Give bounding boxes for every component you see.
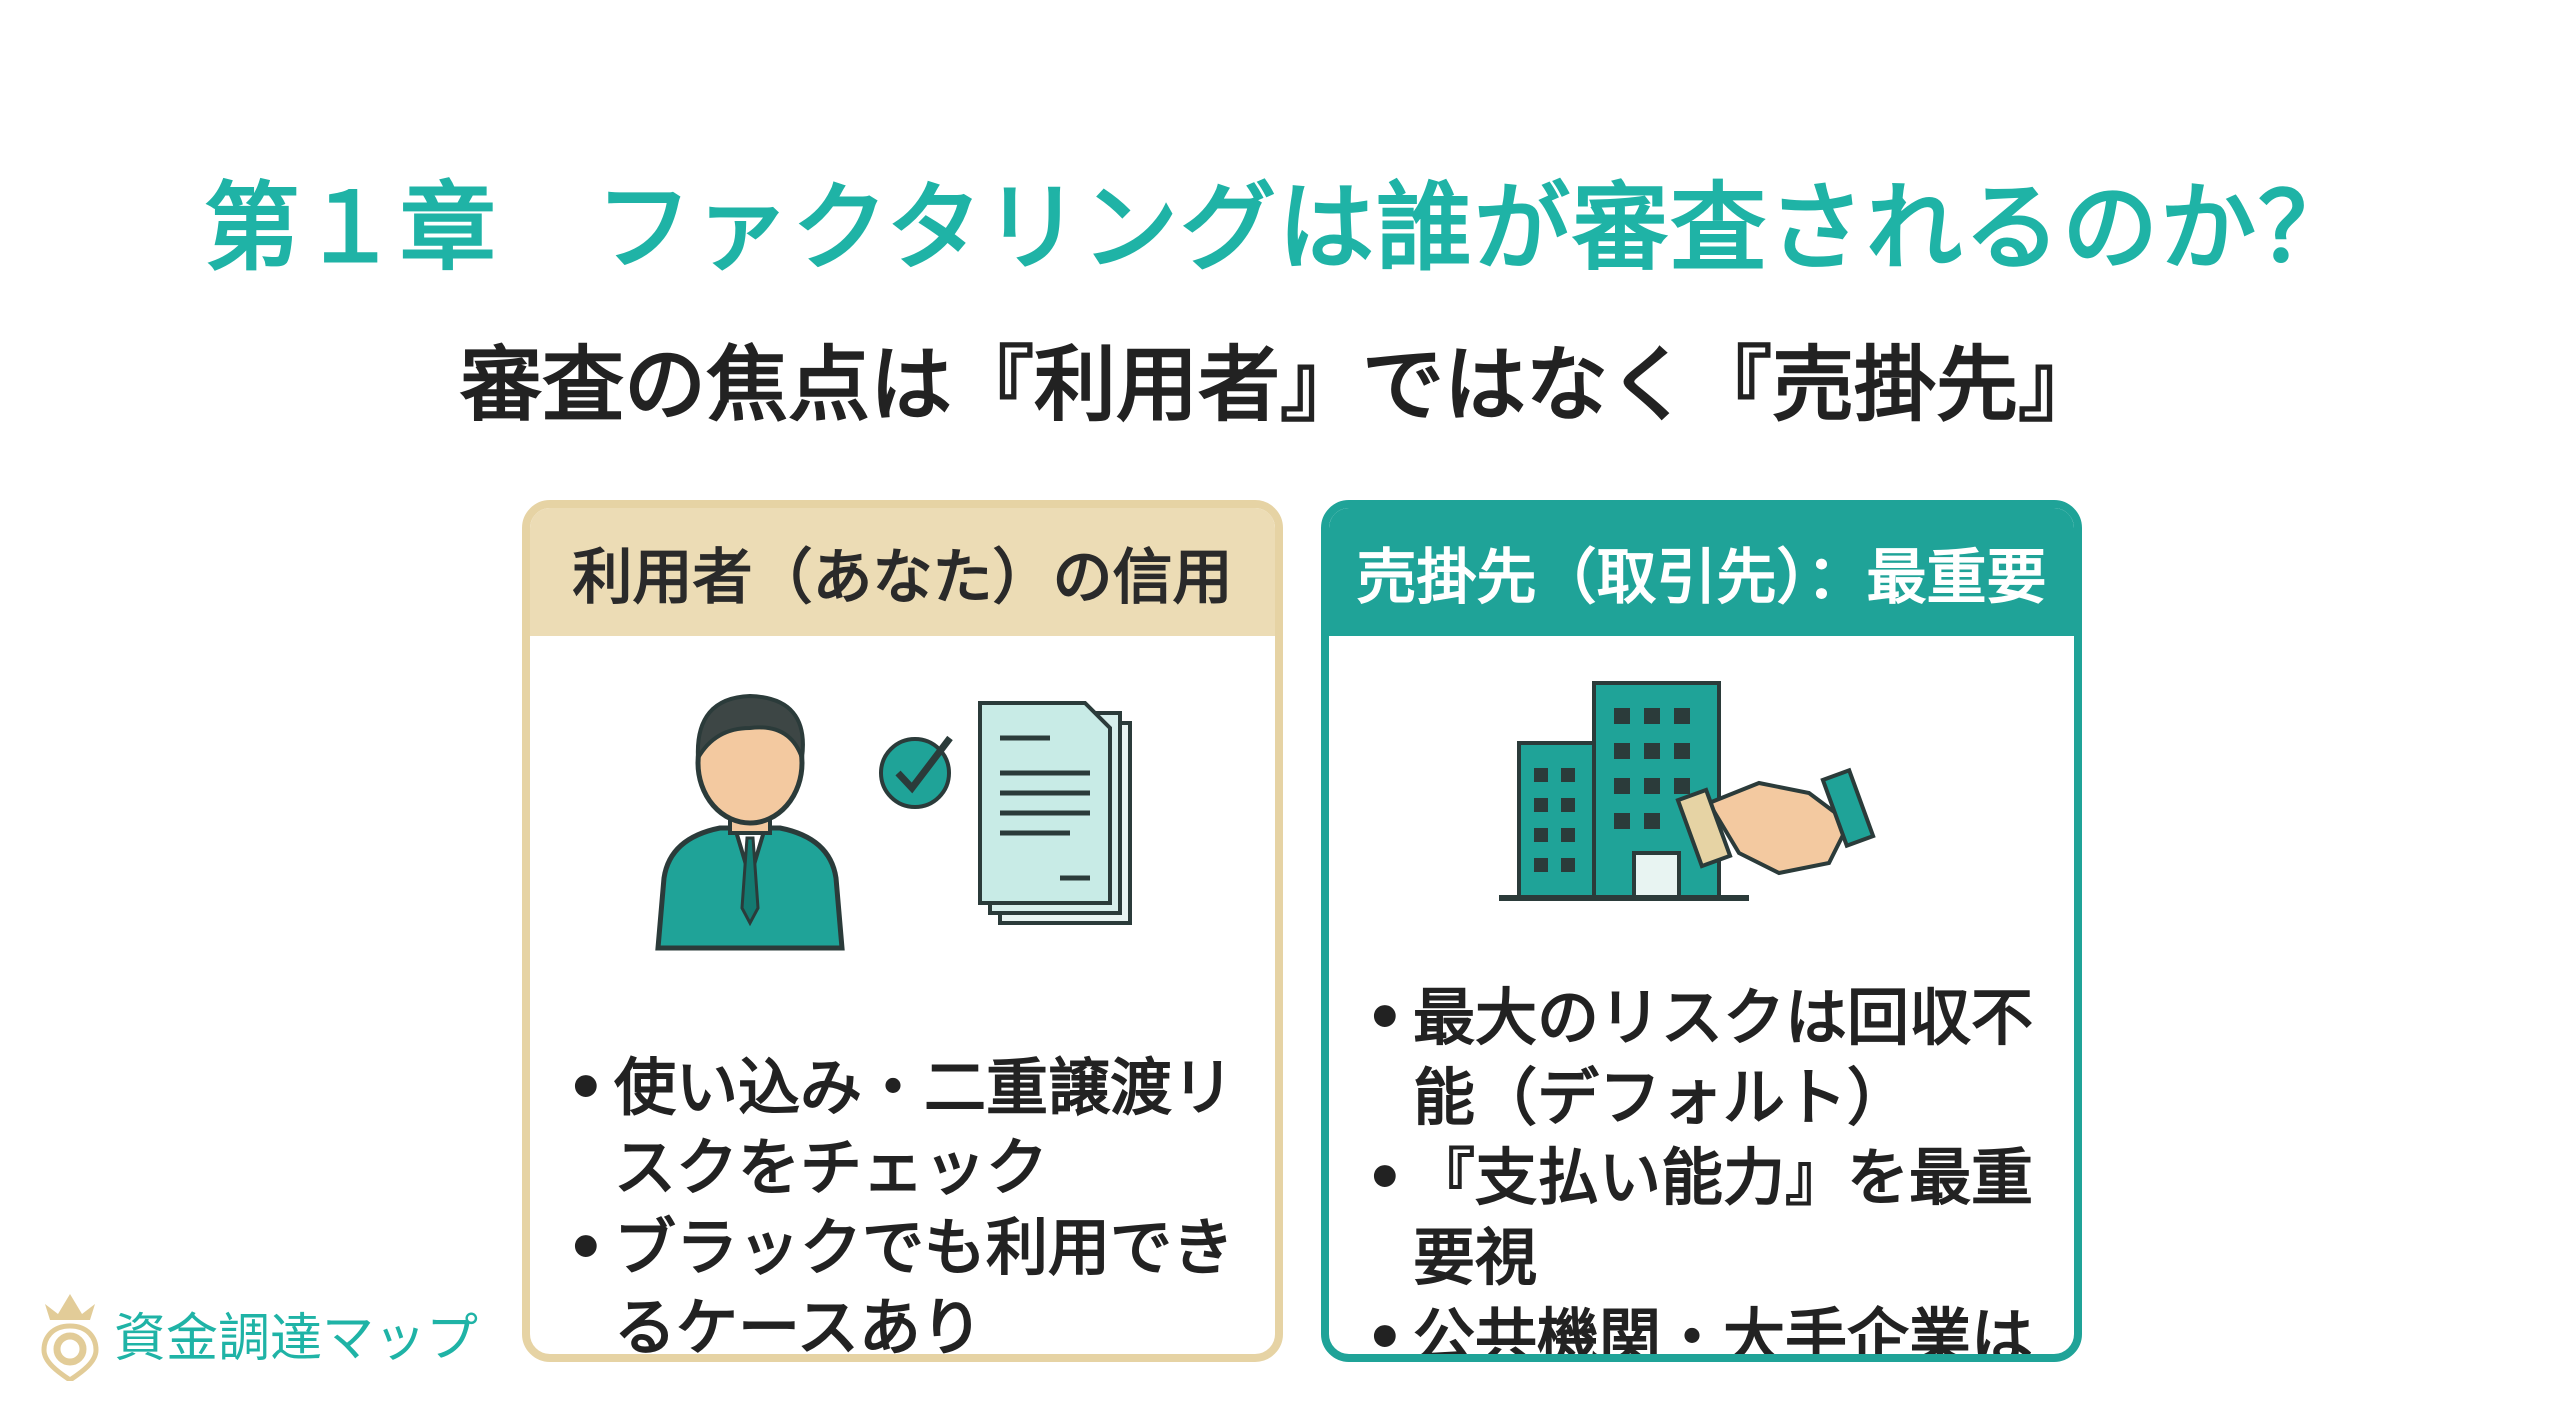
debtor-credit-bullets: 最大のリスクは回収不能（デフォルト） 『支払い能力』を最重要視 公共機関・大手企… bbox=[1365, 978, 2054, 1354]
page-subtitle: 審査の焦点は『利用者』ではなく『売掛先』 bbox=[459, 338, 2100, 433]
businessman-with-check-and-documents-icon bbox=[655, 693, 1132, 951]
bullet-item: ブラックでも利用できるケースあり bbox=[566, 1208, 1255, 1354]
logo-text: 資金調達マップ bbox=[114, 1309, 479, 1369]
debtor-credit-card: 売掛先（取引先）：最重要 最大のリスクは回収不能（デフォルト） 『支払い能力』を… bbox=[1321, 500, 2082, 1362]
site-logo: 資金調達マップ bbox=[40, 1286, 478, 1381]
bullet-item: 公共機関・大手企業は通りやすい bbox=[1365, 1298, 2054, 1354]
bullet-item: 使い込み・二重譲渡リスクをチェック bbox=[566, 1048, 1255, 1208]
crown-location-pin-icon bbox=[41, 1294, 99, 1381]
user-credit-bullets: 使い込み・二重譲渡リスクをチェック ブラックでも利用できるケースあり bbox=[566, 1048, 1255, 1354]
bullet-item: 最大のリスクは回収不能（デフォルト） bbox=[1365, 978, 2054, 1138]
building-with-handshake-icon bbox=[1499, 681, 1876, 901]
user-credit-card: 利用者（あなた）の信用 使い込み・二重譲渡リスクをチェック ブラックでも利用でき… bbox=[522, 500, 1283, 1362]
card-header: 売掛先（取引先）：最重要 bbox=[1329, 508, 2074, 636]
page-title: 第１章 ファクタリングは誰が審査されるのか？ bbox=[203, 172, 2357, 284]
bullet-item: 『支払い能力』を最重要視 bbox=[1365, 1138, 2054, 1298]
card-header: 利用者（あなた）の信用 bbox=[530, 508, 1275, 636]
